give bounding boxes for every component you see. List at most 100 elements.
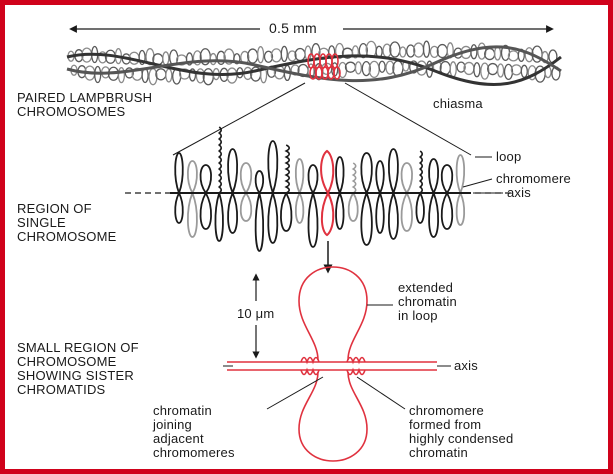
chromosome-loop-top — [335, 156, 345, 194]
chiasma-loop — [313, 53, 321, 69]
chromosome-loop-bottom — [375, 192, 385, 234]
chromosome-loop-top — [239, 162, 253, 194]
paired-loop — [280, 45, 288, 63]
paired-loop — [287, 50, 297, 62]
chromosome-loop-top — [428, 158, 439, 194]
paired-loop — [399, 46, 407, 58]
paired-loop — [263, 50, 274, 63]
region-label-line-2: SINGLE — [17, 215, 66, 230]
joining-line-3: adjacent — [153, 431, 204, 446]
chromosome-loop-bottom — [267, 192, 279, 244]
paired-loop — [172, 68, 182, 85]
paired-loop — [97, 51, 108, 64]
chromosome-loop-top — [351, 162, 357, 194]
joining-line-4: chromomeres — [153, 445, 235, 460]
chromosome-loop-bottom — [400, 192, 413, 232]
extended-chromatin-loop-upper — [298, 266, 368, 361]
region-label: REGION OF SINGLE CHROMOSOME — [17, 202, 117, 244]
chromosome-loop-bottom — [307, 192, 319, 248]
paired-loop — [354, 61, 363, 75]
paired-loop — [422, 40, 431, 58]
paired-loop — [496, 63, 505, 78]
paired-label-line-2: CHROMOSOMES — [17, 104, 126, 119]
chromomere-label: chromomere — [496, 171, 571, 186]
chromosome-loop-bottom — [347, 192, 359, 222]
chromosome-loop-top — [400, 162, 413, 194]
paired-loop — [233, 53, 241, 65]
chromosome-loops — [174, 126, 466, 252]
paired-loop — [507, 50, 520, 62]
paired-loop — [162, 51, 170, 66]
paired-loop — [520, 64, 528, 78]
chromosome-loop-bottom — [254, 192, 265, 252]
region-label-line-3: CHROMOSOME — [17, 229, 117, 244]
paired-loop — [470, 44, 478, 60]
small-region-line-3: SHOWING SISTER — [17, 368, 134, 383]
chiasma-label: chiasma — [433, 96, 483, 111]
formed-line-1: chromomere — [409, 403, 484, 418]
extended-chromatin-loop-lower — [298, 371, 368, 462]
extended-label-line-2: chromatin — [398, 294, 457, 309]
paired-lampbrush-chromosomes — [66, 40, 562, 86]
chromosome-loop-bottom — [214, 192, 224, 242]
extended-chromatin-label: extended chromatin in loop — [398, 281, 457, 323]
chromomere-formed-label: chromomere formed from highly condensed … — [409, 404, 513, 460]
chromosome-loop-top — [217, 126, 222, 194]
chromosome-loop-top — [360, 152, 373, 194]
paired-loop — [385, 60, 395, 75]
label-pointers-bottom — [223, 304, 451, 410]
chromosome-loop-bottom — [187, 192, 198, 238]
chromosome-loop-top — [418, 150, 423, 194]
small-region-line-1: SMALL REGION OF — [17, 340, 139, 355]
formed-line-4: chromatin — [409, 445, 468, 460]
paired-loop — [456, 61, 466, 73]
paired-loop — [358, 42, 368, 59]
chromosome-loop-top — [440, 164, 454, 194]
label-pointers-top — [462, 156, 503, 194]
chromosome-loop-top — [375, 160, 385, 194]
axis-label-top: axis — [507, 185, 531, 200]
chromosome-strand-a — [66, 52, 562, 86]
paired-loop — [209, 52, 217, 66]
sister-chromatids-detail — [227, 266, 437, 462]
paired-loop — [165, 68, 173, 83]
chiasma-loop — [327, 66, 335, 80]
paired-label-line-1: PAIRED LAMPBRUSH — [17, 90, 153, 105]
chromosome-loop-bottom — [440, 192, 454, 230]
chromosome-loop-bottom — [455, 192, 466, 226]
chiasma-loop — [333, 66, 341, 80]
small-region-line-2: CHROMOSOME — [17, 354, 117, 369]
chromomere-coil-right-upper — [346, 356, 366, 365]
joining-line-1: chromatin — [153, 403, 212, 418]
highlighted-loop — [320, 149, 335, 237]
chromosome-loop-top — [174, 152, 184, 194]
chromosome-loop-top — [284, 144, 290, 194]
chromosome-loop-bottom — [199, 192, 212, 230]
formed-line-3: highly condensed — [409, 431, 514, 446]
paired-loop — [138, 49, 146, 66]
paired-loop — [406, 44, 416, 58]
paired-chromosomes-label: PAIRED LAMPBRUSH CHROMOSOMES — [17, 91, 152, 119]
paired-loop — [216, 50, 226, 65]
paired-loop — [429, 45, 440, 59]
region-label-line-1: REGION OF — [17, 201, 92, 216]
single-chromosome-region — [125, 126, 515, 252]
small-region-label: SMALL REGION OF CHROMOSOME SHOWING SISTE… — [17, 341, 139, 397]
joining-line-2: joining — [153, 417, 192, 432]
chromosome-loop-bottom — [388, 192, 399, 240]
chromomere-coil-left-upper — [300, 356, 320, 365]
chiasma-highlight — [307, 53, 341, 80]
chromosome-loop-top — [294, 158, 305, 194]
chromosome-loop-top — [307, 164, 319, 194]
chromosome-loop-top — [388, 148, 399, 194]
chromosome-loop-bottom — [227, 192, 238, 234]
paired-loop — [449, 61, 457, 78]
paired-chromosome-loops — [67, 40, 561, 86]
chromosome-loop-top — [227, 148, 238, 194]
paired-loop — [188, 68, 197, 82]
paired-loop — [117, 66, 126, 84]
chromosome-loop-bottom — [335, 192, 345, 230]
chromosome-loop-bottom — [174, 192, 184, 224]
formed-line-2: formed from — [409, 417, 482, 432]
